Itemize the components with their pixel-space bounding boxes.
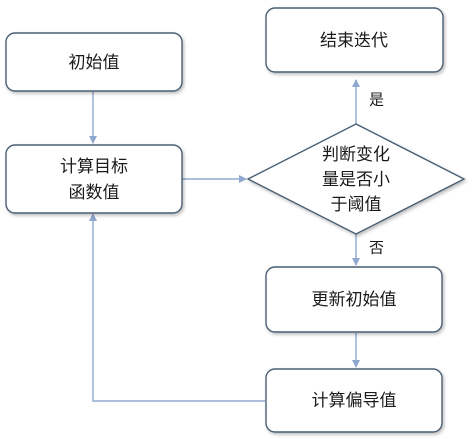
node-compute-objective-line-1: 计算目标 bbox=[60, 157, 128, 177]
node-update-init-value: 更新初始值 bbox=[265, 266, 443, 333]
node-init-value-label: 初始值 bbox=[69, 53, 120, 73]
node-compute-objective: 计算目标 函数值 bbox=[5, 144, 183, 214]
edge-partial-to-objective bbox=[89, 213, 265, 402]
edge-label-yes: 是 bbox=[369, 91, 384, 109]
node-decision: 判断变化 量是否小 于阈值 bbox=[246, 123, 466, 235]
node-compute-partial-derivative-label: 计算偏导值 bbox=[312, 391, 397, 411]
node-decision-line-3: 于阈值 bbox=[331, 195, 382, 215]
node-compute-objective-line-2: 函数值 bbox=[69, 183, 120, 203]
node-init-value: 初始值 bbox=[5, 32, 183, 92]
edge-label-no: 否 bbox=[369, 239, 384, 257]
node-update-init-value-label: 更新初始值 bbox=[312, 290, 397, 310]
node-decision-line-2: 量是否小 bbox=[322, 170, 390, 190]
node-end-iteration: 结束迭代 bbox=[265, 7, 444, 73]
node-end-iteration-label: 结束迭代 bbox=[320, 31, 388, 51]
node-compute-partial-derivative: 计算偏导值 bbox=[265, 368, 443, 433]
node-decision-line-1: 判断变化 bbox=[322, 145, 390, 165]
